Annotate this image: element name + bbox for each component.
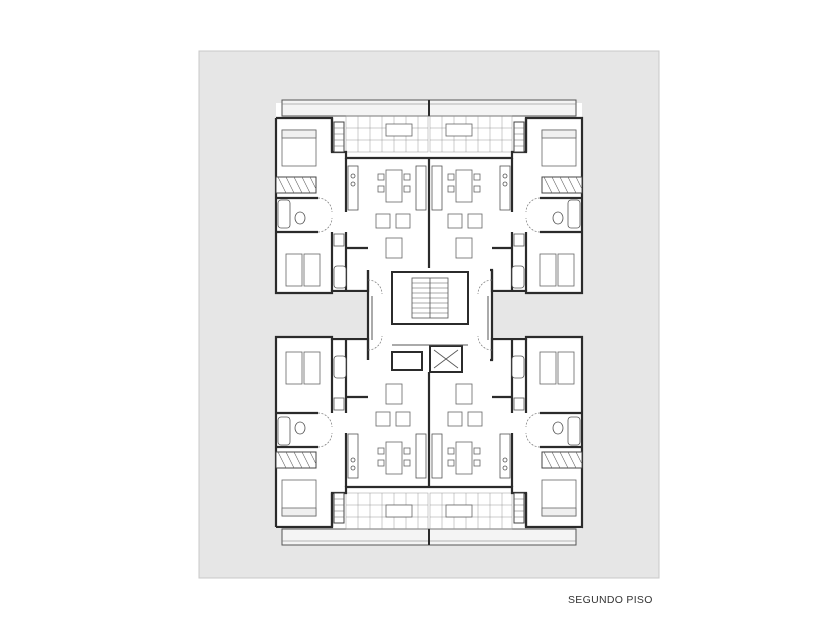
living-seating xyxy=(375,213,483,427)
counter-hatch xyxy=(277,127,583,518)
bottom-balcony xyxy=(281,528,577,546)
bathroom-fixtures xyxy=(277,199,581,446)
beds xyxy=(281,129,577,517)
elevator xyxy=(429,345,463,373)
kitchen-counters xyxy=(275,121,583,524)
kitchen-units xyxy=(347,165,511,479)
floor-caption: SEGUNDO PISO xyxy=(568,594,653,606)
top-balcony xyxy=(281,99,577,117)
stair-core xyxy=(391,271,469,325)
door-swings xyxy=(317,197,541,448)
dining-tables xyxy=(377,123,481,518)
corridor xyxy=(371,296,489,371)
